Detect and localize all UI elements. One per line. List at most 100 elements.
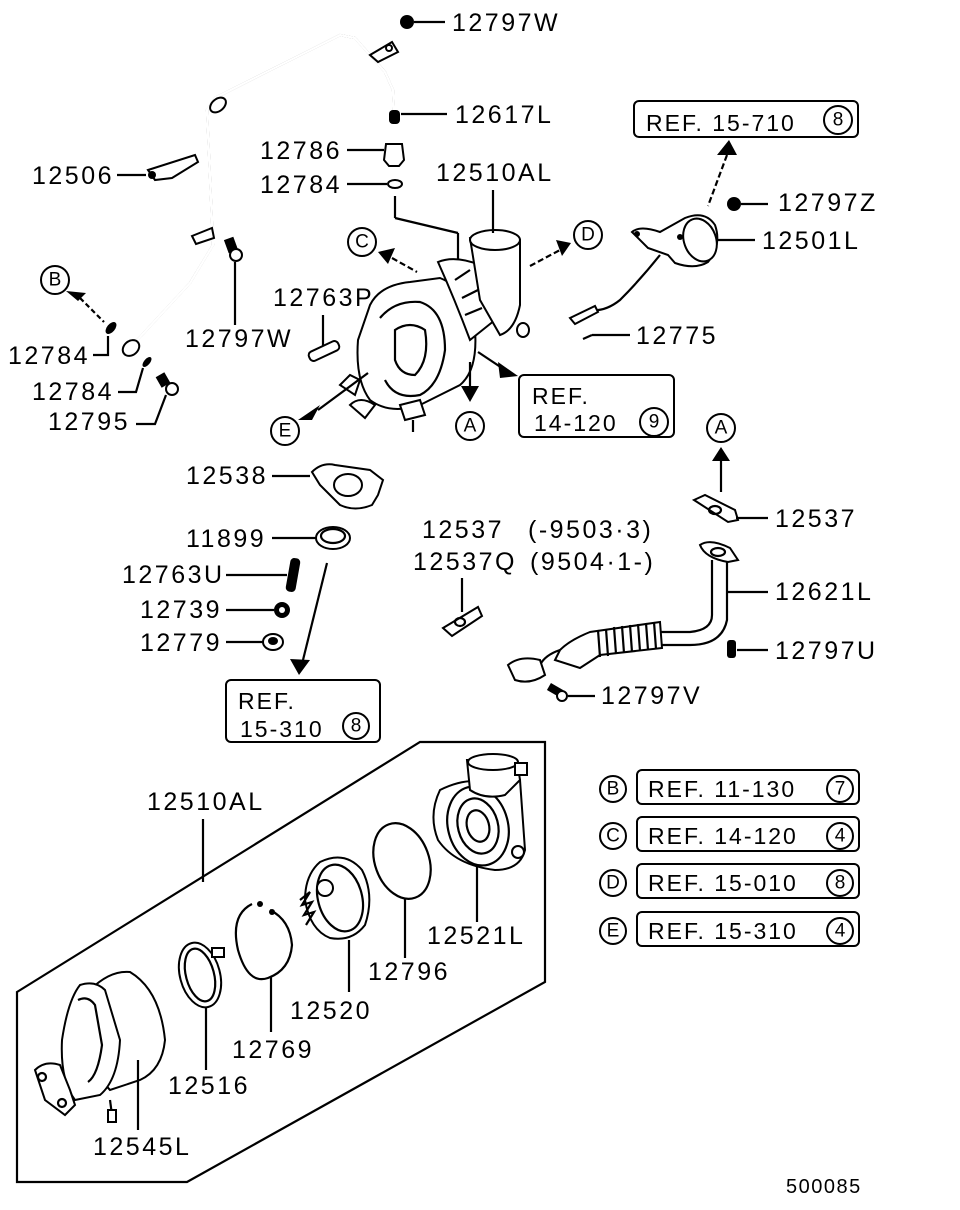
part-12520-cartridge[interactable]: 12520 <box>290 856 372 1026</box>
callout-A-up[interactable]: A <box>706 413 736 492</box>
svg-text:8: 8 <box>351 716 362 737</box>
part-12510AL-top[interactable]: 12510AL <box>436 159 554 233</box>
part-12621L-return-pipe[interactable]: 12621L <box>506 541 873 683</box>
part-12779-nut[interactable]: 12779 <box>140 629 284 657</box>
svg-text:12797Z: 12797Z <box>778 189 878 217</box>
svg-text:12784: 12784 <box>8 342 90 370</box>
part-12796-o-ring[interactable]: 12796 <box>363 815 450 986</box>
part-11899-ring[interactable]: 11899 <box>186 525 351 675</box>
svg-text:E: E <box>607 921 620 942</box>
svg-text:(9504·1-): (9504·1-) <box>530 548 655 576</box>
legend: B REF. 11-130 7 C REF. 14-120 4 D REF. 1… <box>599 769 860 947</box>
svg-text:15-310: 15-310 <box>240 716 324 742</box>
svg-text:REF. 11-130: REF. 11-130 <box>648 776 796 802</box>
svg-text:E: E <box>279 421 292 442</box>
svg-text:D: D <box>606 873 620 894</box>
svg-text:12537: 12537 <box>422 516 504 544</box>
part-12739-nut[interactable]: 12739 <box>140 596 290 624</box>
svg-text:9: 9 <box>649 412 660 433</box>
part-12797W-top[interactable]: 12797W <box>400 9 560 37</box>
svg-text:REF. 15-710: REF. 15-710 <box>646 110 796 136</box>
svg-text:D: D <box>581 225 595 246</box>
part-12506[interactable]: 12506 <box>32 153 200 190</box>
part-12538-gasket[interactable]: 12538 <box>186 462 385 510</box>
part-12784-c[interactable]: 12784 <box>32 355 153 406</box>
part-12797W-mid[interactable]: 12797W <box>185 236 293 353</box>
svg-text:REF.: REF. <box>532 383 590 409</box>
callout-B[interactable]: B <box>40 265 105 323</box>
part-12797Z[interactable]: 12797Z <box>727 189 878 217</box>
svg-text:REF.: REF. <box>238 688 296 714</box>
part-12775[interactable]: 12775 <box>582 322 718 350</box>
svg-text:11899: 11899 <box>186 525 266 553</box>
part-12784-b[interactable]: 12784 <box>8 320 119 370</box>
part-12784-washer[interactable]: 12784 <box>260 171 403 199</box>
svg-text:12797W: 12797W <box>185 325 293 353</box>
svg-text:12763U: 12763U <box>122 561 225 589</box>
svg-text:12510AL: 12510AL <box>147 788 265 816</box>
legend-item-D[interactable]: D REF. 15-010 8 <box>599 863 860 899</box>
part-12516-clamp[interactable]: 12516 <box>168 938 250 1100</box>
legend-item-E[interactable]: E REF. 15-310 4 <box>599 911 860 947</box>
svg-text:12739: 12739 <box>140 596 222 624</box>
svg-text:12537: 12537 <box>775 505 857 533</box>
legend-item-C[interactable]: C REF. 14-120 4 <box>599 816 860 852</box>
svg-text:12797U: 12797U <box>775 637 878 665</box>
part-12769-snap-ring[interactable]: 12769 <box>232 901 314 1064</box>
ref-box-15-710[interactable]: REF. 15-710 8 <box>633 100 859 207</box>
svg-text:12784: 12784 <box>260 171 342 199</box>
svg-text:C: C <box>355 232 369 253</box>
ref-box-15-310[interactable]: REF. 15-310 8 <box>225 679 381 743</box>
callout-D[interactable]: D <box>529 220 603 267</box>
svg-text:(-9503·3): (-9503·3) <box>528 516 653 544</box>
svg-text:8: 8 <box>833 110 844 131</box>
svg-text:12797W: 12797W <box>452 9 560 37</box>
callout-E[interactable]: E <box>270 372 369 446</box>
svg-text:4: 4 <box>835 921 846 942</box>
part-12763U-stud[interactable]: 12763U <box>122 557 301 592</box>
part-12797U-bolt[interactable]: 12797U <box>727 637 878 665</box>
callout-C[interactable]: C <box>347 227 418 273</box>
turbocharger-assembly[interactable] <box>338 229 530 432</box>
svg-text:B: B <box>607 779 620 800</box>
part-12545L-turbine-housing[interactable]: 12545L <box>33 970 191 1161</box>
part-12537-note[interactable]: 12537 (-9503·3) 12537Q (9504·1-) <box>413 516 655 638</box>
svg-text:12769: 12769 <box>232 1036 314 1064</box>
svg-text:12516: 12516 <box>168 1072 250 1100</box>
oil-feed-pipe <box>121 33 400 357</box>
svg-text:12779: 12779 <box>140 629 222 657</box>
part-12786[interactable]: 12786 <box>260 137 406 167</box>
part-12795[interactable]: 12795 <box>48 372 179 436</box>
part-12763P[interactable]: 12763P <box>273 284 374 362</box>
svg-text:12786: 12786 <box>260 137 342 165</box>
part-12617L[interactable]: 12617L <box>401 101 553 129</box>
svg-text:REF. 14-120: REF. 14-120 <box>648 823 798 849</box>
svg-text:REF. 15-010: REF. 15-010 <box>648 870 798 896</box>
svg-text:12775: 12775 <box>636 322 718 350</box>
svg-text:12501L: 12501L <box>762 227 860 255</box>
part-12501L-actuator[interactable]: 12501L <box>568 214 860 326</box>
diagram-code: 500085 <box>786 1176 862 1198</box>
svg-text:12538: 12538 <box>186 462 268 490</box>
svg-text:7: 7 <box>835 779 846 800</box>
svg-text:4: 4 <box>835 826 846 847</box>
svg-text:A: A <box>464 416 477 437</box>
svg-text:12520: 12520 <box>290 997 372 1025</box>
svg-text:12797V: 12797V <box>601 682 702 710</box>
svg-text:B: B <box>49 270 62 291</box>
part-12521L-compressor-housing[interactable]: 12521L <box>427 753 528 950</box>
callout-A-down[interactable]: A <box>455 362 485 441</box>
svg-text:14-120: 14-120 <box>534 410 618 436</box>
part-12797V-bolt[interactable]: 12797V <box>546 682 702 710</box>
svg-text:REF. 15-310: REF. 15-310 <box>648 918 798 944</box>
part-12537-gasket[interactable]: 12537 <box>691 493 857 533</box>
svg-text:12784: 12784 <box>32 378 114 406</box>
part-12510AL-panel-label[interactable]: 12510AL <box>147 788 265 882</box>
legend-item-B[interactable]: B REF. 11-130 7 <box>599 769 860 805</box>
svg-text:12617L: 12617L <box>455 101 553 129</box>
svg-text:12521L: 12521L <box>427 922 525 950</box>
ref-box-14-120[interactable]: REF. 14-120 9 <box>477 351 675 438</box>
exploded-assembly-panel <box>15 740 547 1184</box>
